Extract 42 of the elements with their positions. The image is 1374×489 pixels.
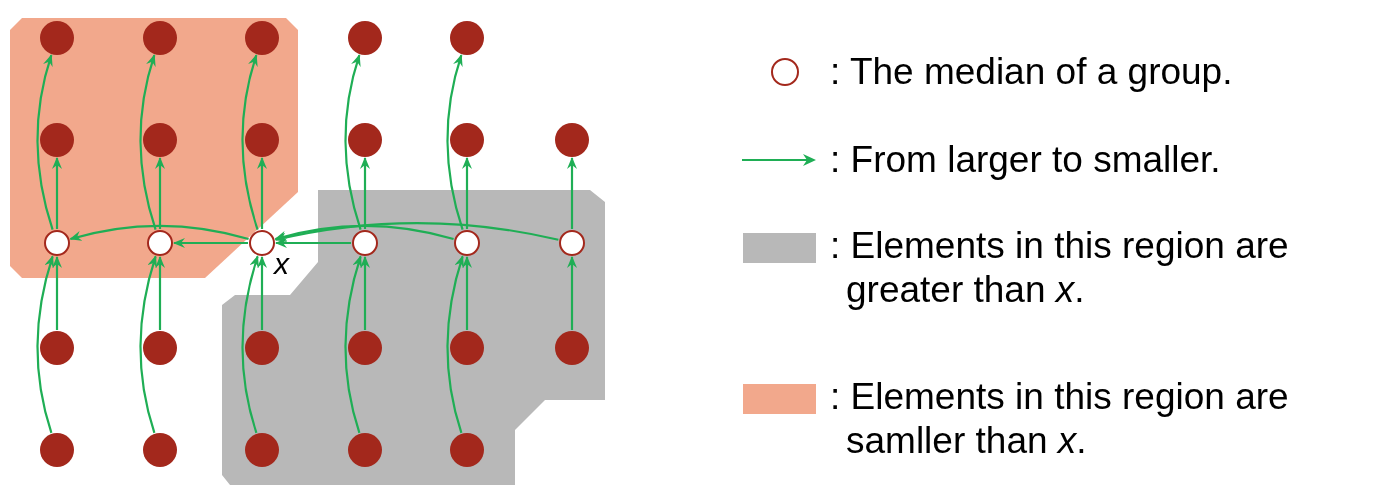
median-circle [249, 230, 275, 256]
arrow [257, 256, 267, 330]
element-dot [348, 21, 382, 55]
legend-text: : From larger to smaller. [830, 138, 1222, 182]
arrow [155, 256, 165, 330]
arrow [173, 238, 248, 248]
arrow [36, 255, 55, 434]
element-dot [143, 331, 177, 365]
element-dot [40, 433, 74, 467]
arrow [274, 222, 559, 243]
element-dot [348, 123, 382, 157]
element-dot [450, 21, 484, 55]
arrow [462, 256, 472, 330]
variable-label: x [274, 249, 289, 279]
arrow [139, 255, 158, 434]
arrow [257, 157, 267, 229]
arrow [241, 255, 260, 434]
element-dot [450, 123, 484, 157]
arrow [446, 255, 465, 434]
arrow [139, 54, 157, 231]
arrow [52, 256, 62, 330]
arrow [360, 256, 370, 330]
arrow [52, 157, 62, 229]
arrow [344, 255, 363, 434]
arrow [36, 54, 54, 231]
arrow [462, 157, 472, 229]
arrow [360, 157, 370, 229]
element-dot [555, 123, 589, 157]
arrow [567, 157, 577, 229]
arrow [275, 238, 351, 248]
legend-text: : Elements in this region are greater than x. [830, 224, 1290, 312]
arrow [155, 157, 165, 229]
arrow [446, 54, 464, 231]
arrow [274, 224, 454, 241]
arrow [344, 54, 362, 231]
element-dot [40, 331, 74, 365]
legend-text: : The median of a group. [830, 50, 1234, 94]
arrow [69, 224, 249, 241]
legend-text: : Elements in this region are samller than x. [830, 375, 1290, 463]
arrow [567, 256, 577, 330]
element-dot [143, 433, 177, 467]
arrow [241, 54, 259, 231]
